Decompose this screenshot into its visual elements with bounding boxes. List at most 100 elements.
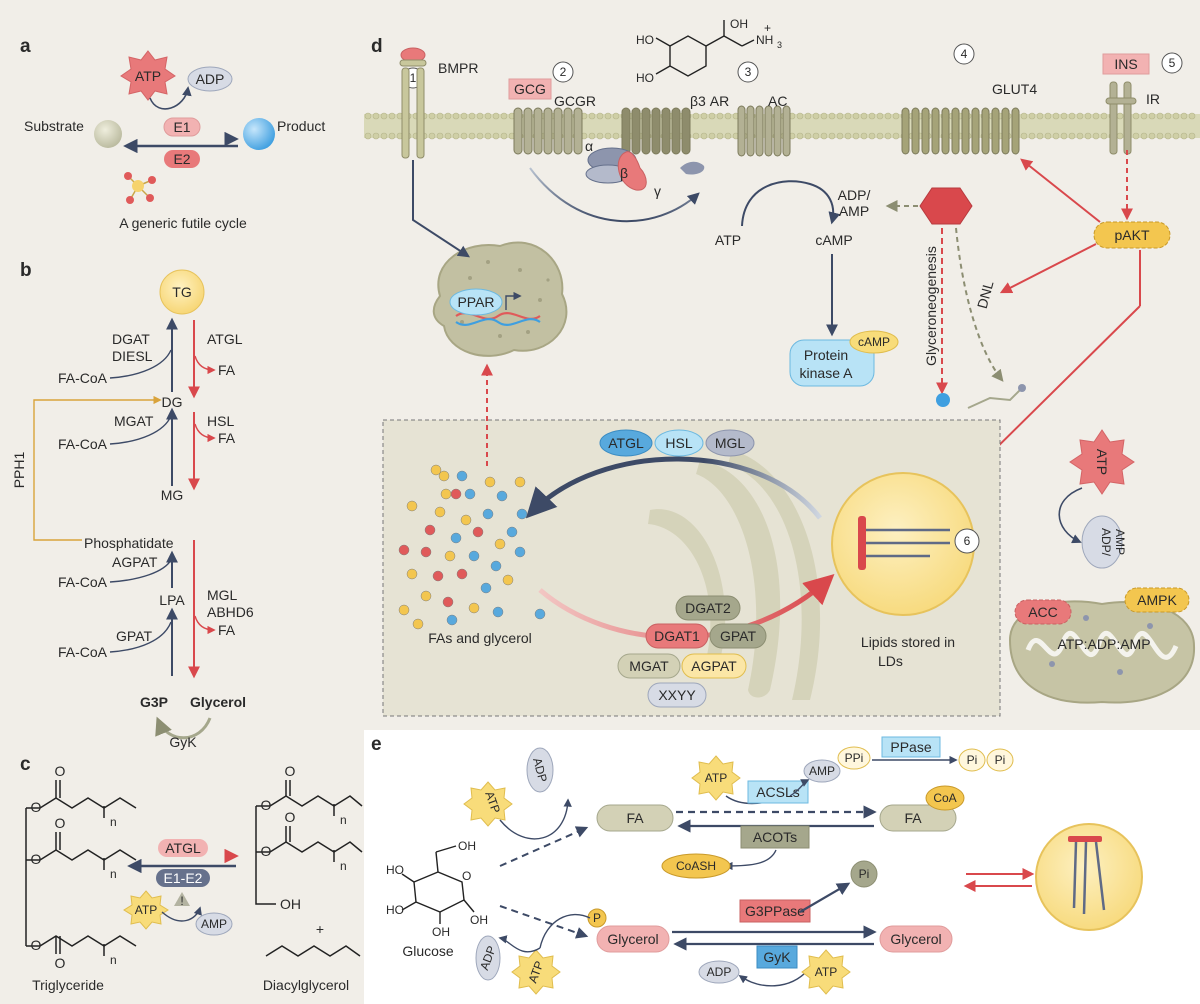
alpha-label: α xyxy=(585,138,593,154)
ins-box xyxy=(1102,53,1150,75)
lipolysis-arrow xyxy=(525,456,822,520)
lipid-head xyxy=(692,132,700,140)
lipid-head xyxy=(844,132,852,140)
fa-glycerol-dot xyxy=(506,526,518,538)
lipid-head xyxy=(884,132,892,140)
lipid-head xyxy=(596,132,604,140)
glucose-structure xyxy=(401,845,475,924)
gcgr-to-gprotein-arrow xyxy=(529,167,700,223)
fa-glycerol-dot xyxy=(398,544,410,556)
lipid-head xyxy=(444,112,452,120)
glucose-hexagon xyxy=(919,187,973,225)
lipid-head xyxy=(884,112,892,120)
adp-pill-e1 xyxy=(526,747,554,793)
oh-label-d: OH xyxy=(730,17,748,31)
dg-label: DG xyxy=(162,394,183,410)
panel-e-label: e xyxy=(371,734,382,755)
lipid-head xyxy=(1060,112,1068,120)
lipid-head xyxy=(364,132,372,140)
fa-glycerol-dot xyxy=(496,490,508,502)
lipid-head xyxy=(1084,132,1092,140)
tm-helix xyxy=(782,105,791,157)
adp-pill-a xyxy=(187,66,233,92)
lipid-head xyxy=(1044,112,1052,120)
oh-label-c: OH xyxy=(280,896,301,912)
lipid-head xyxy=(436,132,444,140)
lipid-head xyxy=(820,112,828,120)
badge-2: 2 xyxy=(560,65,567,79)
atgl-label-d: ATGL xyxy=(608,435,644,451)
atp-star-d xyxy=(1069,429,1135,495)
tm-helix xyxy=(951,107,960,155)
tm-helix xyxy=(746,105,755,157)
lipid-head xyxy=(852,112,860,120)
g3ppase-to-pi-arrow xyxy=(799,882,851,913)
glucose-ho-1: HO xyxy=(386,863,404,877)
substrate-label: Substrate xyxy=(24,118,84,134)
tm-helix xyxy=(651,107,661,155)
glycerol-dot xyxy=(936,393,950,407)
pi-circle-3 xyxy=(850,860,878,888)
fa-glycerol-dot xyxy=(456,470,468,482)
fa-label-right: FA xyxy=(904,810,922,826)
warning-triangle-icon xyxy=(174,892,190,906)
atp-star-e3 xyxy=(801,949,851,995)
acsl-to-amp-arrow xyxy=(789,779,810,797)
lipid-head xyxy=(1164,132,1172,140)
adp-label-a: ADP xyxy=(196,71,225,87)
diacylglycerol-structure xyxy=(255,780,363,957)
ac-label: AC xyxy=(768,93,787,109)
fa-glycerol-dot xyxy=(412,618,424,630)
pakt-to-ld-arrow xyxy=(972,305,1141,472)
fa-glycerol-dot xyxy=(406,500,418,512)
atp-to-adpamp-arrow-d xyxy=(1058,487,1083,544)
lipid-head xyxy=(460,112,468,120)
phosphate-p-badge xyxy=(587,908,607,928)
fa-glycerol-dot xyxy=(468,602,480,614)
n-subscript-3: n xyxy=(110,953,117,967)
badge-1: 1 xyxy=(410,71,417,85)
gamma-label: γ xyxy=(654,183,661,199)
fa-glycerol-dot xyxy=(440,488,452,500)
lipid-head xyxy=(380,112,388,120)
acc-pill xyxy=(1014,599,1072,625)
fa-glycerol-dot xyxy=(430,464,442,476)
glycerol-label-b: Glycerol xyxy=(190,694,246,710)
glycerol-label-left: Glycerol xyxy=(607,931,658,947)
adp-amp-label-r2: AMP xyxy=(1113,529,1127,555)
tm-helix xyxy=(901,107,910,155)
phosphate-icon xyxy=(124,172,156,204)
lipid-head xyxy=(836,132,844,140)
glut4-transporter xyxy=(901,107,1020,155)
glucose-o-ring: O xyxy=(462,869,471,883)
lipid-head xyxy=(836,112,844,120)
fa-glycerol-dot xyxy=(482,508,494,520)
badge-6-circle xyxy=(954,528,980,554)
panel-a-label: a xyxy=(20,36,31,57)
fa-glycerol-dot xyxy=(434,506,446,518)
pka-camp-pill xyxy=(849,330,899,354)
fa-glycerol-dot xyxy=(444,550,456,562)
lipid-head xyxy=(1140,132,1148,140)
lipid-head xyxy=(1188,112,1196,120)
lipid-head xyxy=(1156,132,1164,140)
lipid-head xyxy=(1068,112,1076,120)
lipid-head xyxy=(796,132,804,140)
lipid-head xyxy=(444,132,452,140)
glycerol-pill-right xyxy=(879,925,953,953)
fa-glycerol-dot xyxy=(472,526,484,538)
amp-pill-c xyxy=(195,912,233,936)
glucose-label: Glucose xyxy=(402,943,454,959)
fa-glycerol-dot xyxy=(514,476,526,488)
pka-box xyxy=(789,339,875,387)
fa-glycerol-dot xyxy=(460,514,472,526)
lipid-head xyxy=(812,132,820,140)
tm-helix xyxy=(773,105,782,157)
fa-glycerol-dot xyxy=(398,604,410,616)
coash-label: CoASH xyxy=(676,859,716,873)
glut4-label: GLUT4 xyxy=(992,81,1037,97)
atp-label-c: ATP xyxy=(135,903,157,917)
atp-to-adp-arrow xyxy=(149,86,192,110)
lipid-head xyxy=(452,112,460,120)
atp-star-e4 xyxy=(511,949,561,995)
